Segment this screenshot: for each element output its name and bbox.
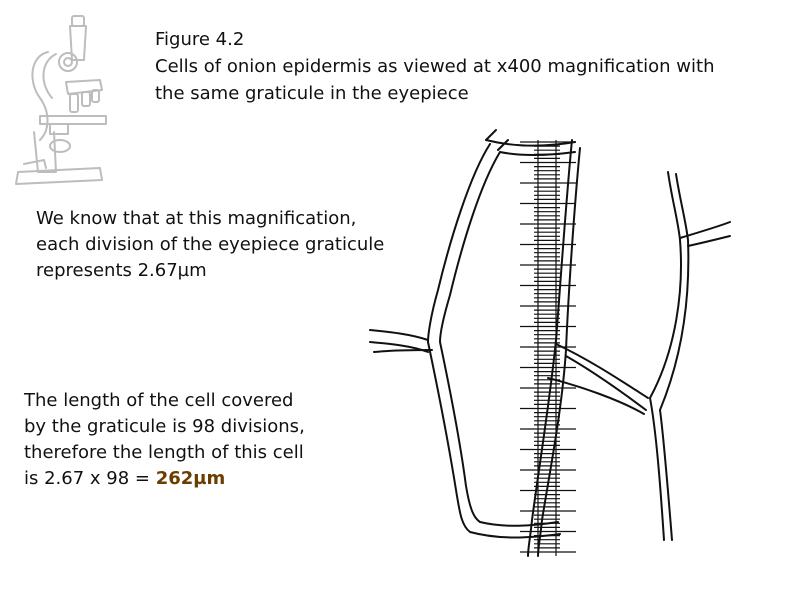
cell-wall-top-outer: [485, 139, 576, 147]
cell-wall-diagonal-outer: [555, 343, 649, 399]
cell-wall-right-branch-upper: [679, 221, 731, 239]
calculation-prefix: is 2.67 x 98 =: [24, 468, 156, 489]
cell-wall-top-branch-inner: [497, 139, 509, 151]
calibration-line-2: each division of the eyepiece graticule: [36, 234, 385, 255]
cell-wall-side-branch-lower: [373, 349, 433, 353]
calculation-line-4: is 2.67 x 98 = 262µm: [24, 466, 364, 492]
eyepiece-graticule: [520, 140, 576, 556]
cell-wall-left-inner: [439, 151, 559, 527]
cell-wall-diagonal-inner: [565, 355, 647, 411]
calculated-length: 262µm: [155, 468, 226, 489]
calculation-statement: The length of the cell covered by the gr…: [24, 388, 364, 492]
cell-wall-side-branch-outer: [369, 329, 429, 341]
calculation-line-2: by the graticule is 98 divisions,: [24, 416, 305, 437]
cell-wall-diagonal-lower: [547, 377, 645, 415]
calculation-line-3: therefore the length of this cell: [24, 442, 304, 463]
cell-wall-right-inner: [659, 173, 690, 541]
calibration-line-1: We know that at this magnification,: [36, 208, 357, 229]
calibration-statement: We know that at this magnification, each…: [36, 206, 436, 284]
cell-wall-top-inner: [499, 151, 576, 156]
microscope-icon: [15, 15, 107, 185]
figure-description-line-2: the same graticule in the eyepiece: [155, 83, 469, 104]
figure-number: Figure 4.2: [155, 29, 245, 50]
calibration-line-3: represents 2.67µm: [36, 260, 207, 281]
figure-caption: Figure 4.2 Cells of onion epidermis as v…: [155, 26, 775, 107]
figure-description-line-1: Cells of onion epidermis as viewed at x4…: [155, 56, 715, 77]
cell-wall-right-branch-lower: [687, 235, 731, 247]
cell-wall-left-outer: [427, 143, 561, 539]
cell-wall-right-outer: [649, 171, 682, 541]
cell-wall-top-branch-outer: [485, 129, 497, 141]
calculation-line-1: The length of the cell covered: [24, 390, 294, 411]
